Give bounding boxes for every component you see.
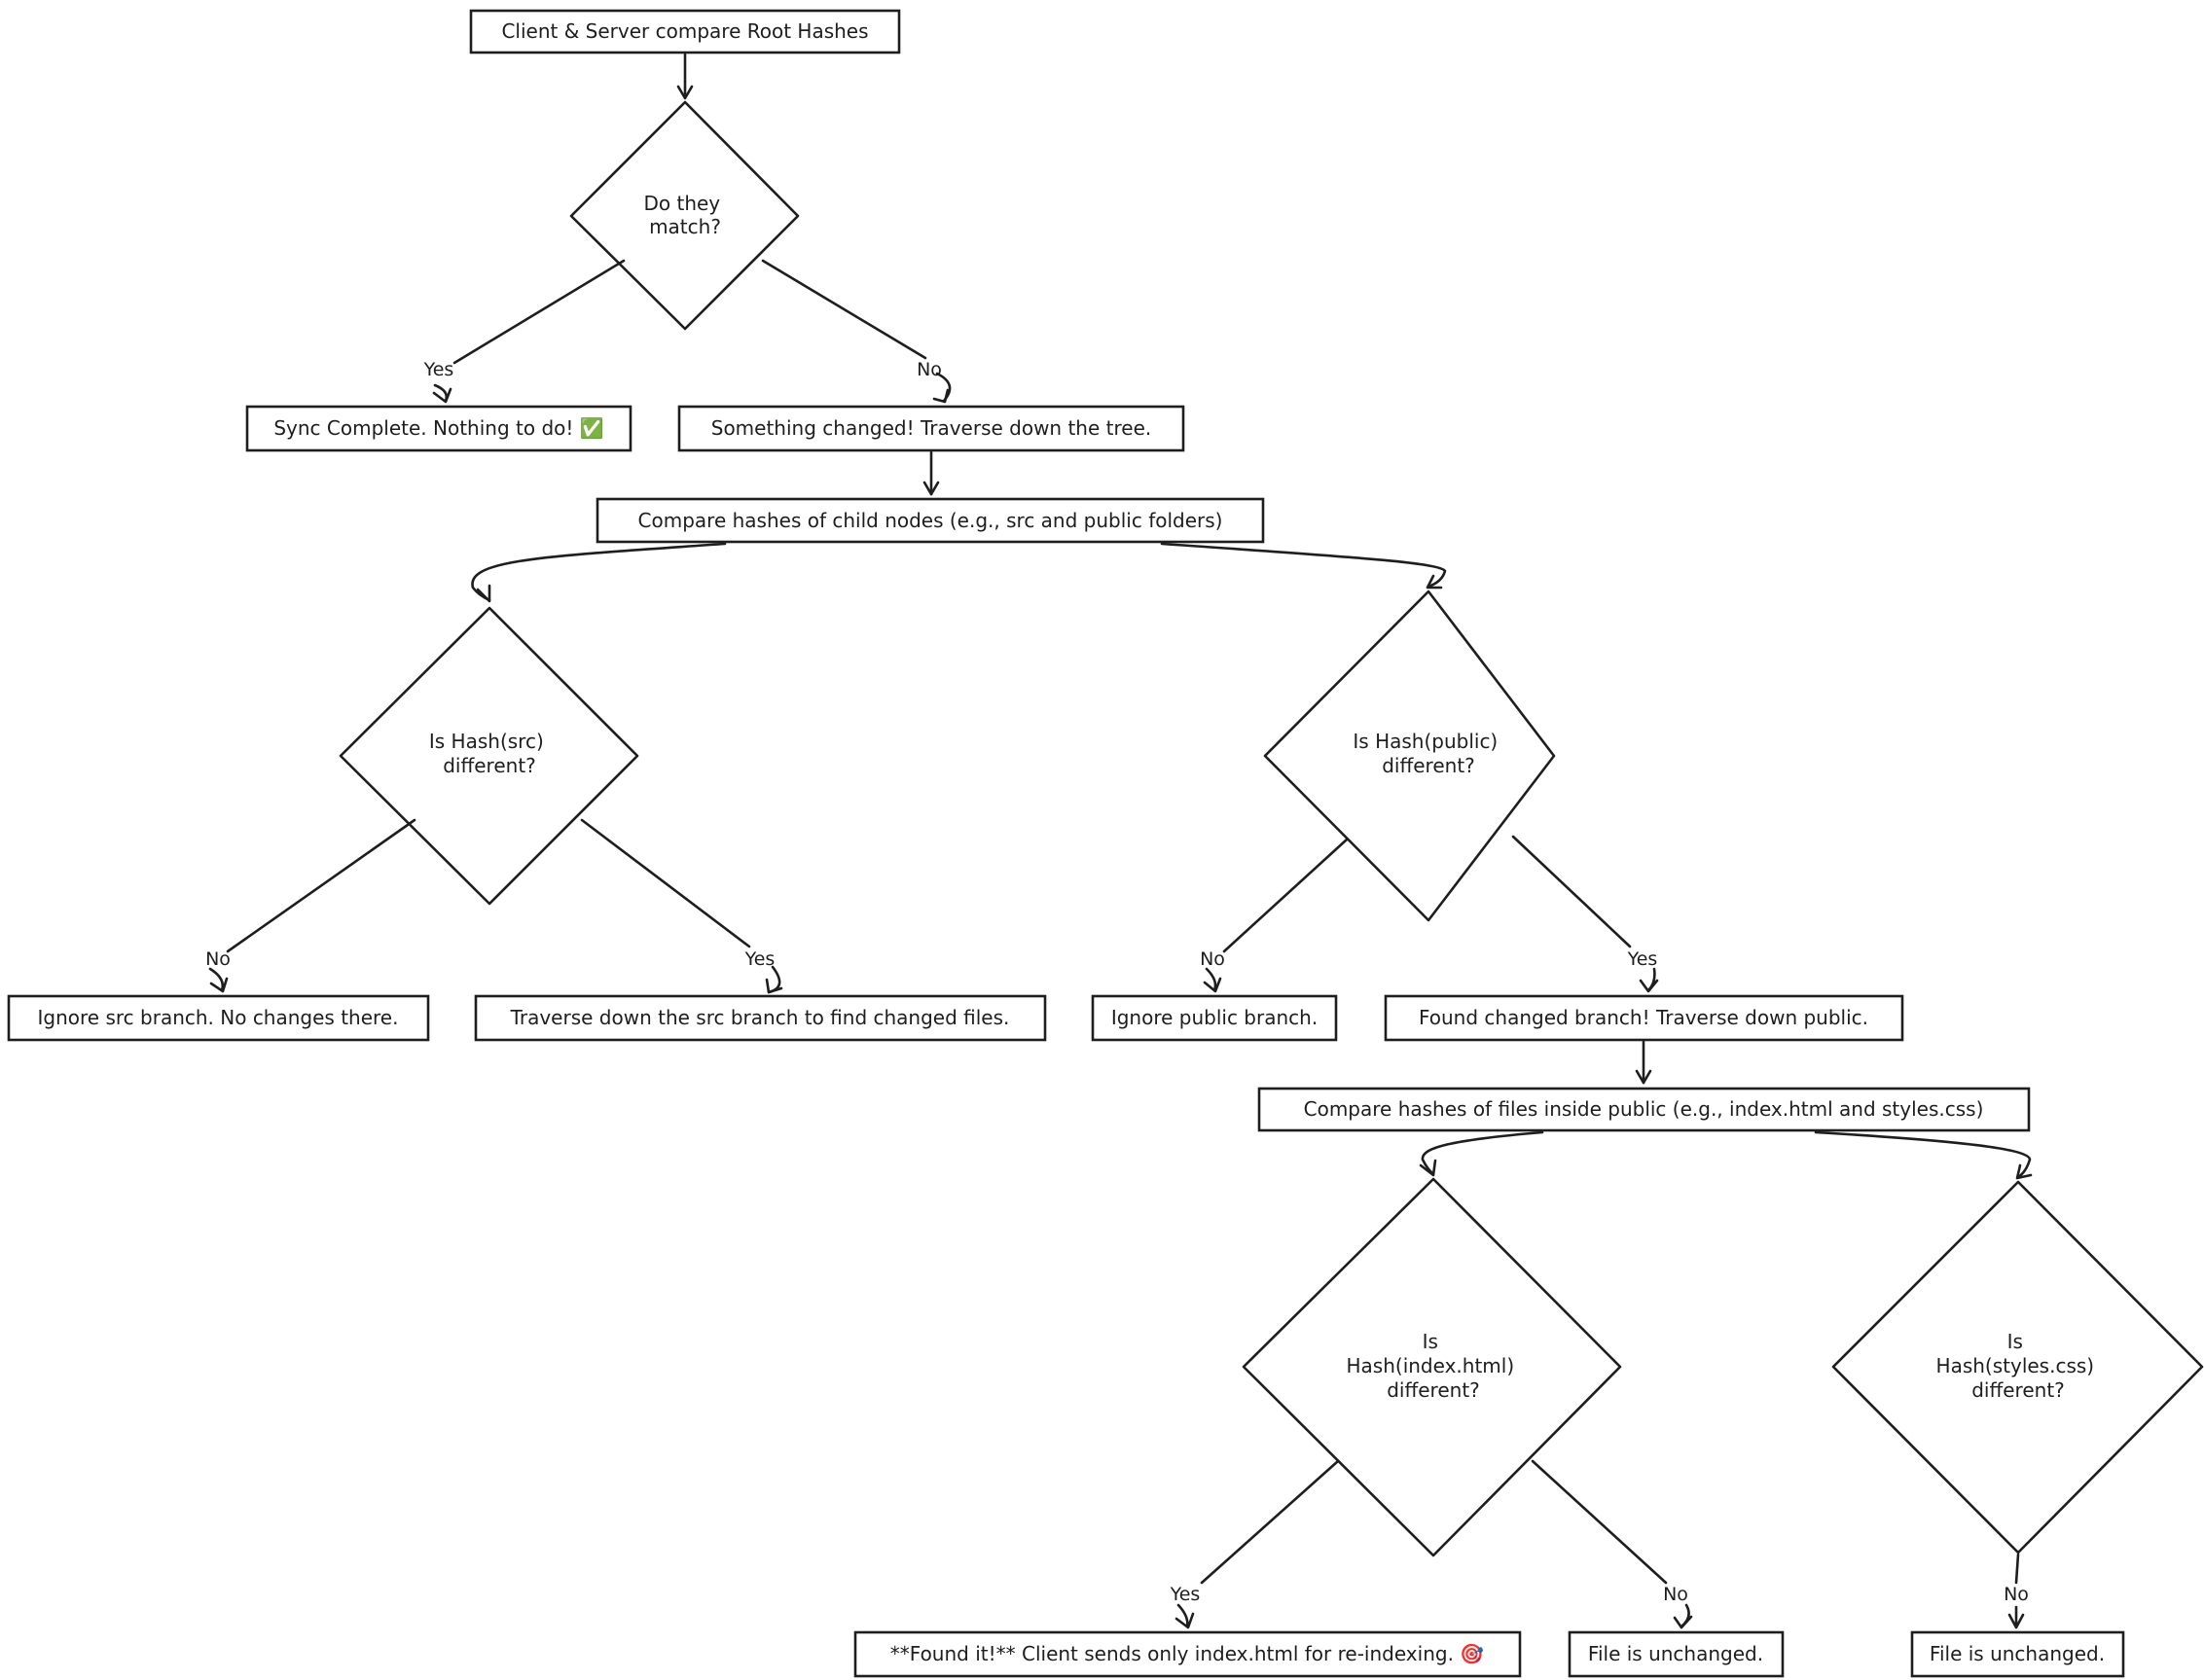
node-traverse-src: Traverse down the src branch to find cha… — [474, 994, 1047, 1042]
decision-root-match: Do they match? — [569, 100, 800, 331]
edge-label-index-yes: Yes — [1170, 1584, 1201, 1605]
edge-root-to-match — [676, 53, 694, 100]
node-found-it-label: **Found it!** Client sends only index.ht… — [890, 1642, 1485, 1665]
node-ignore-src: Ignore src branch. No changes there. — [7, 994, 430, 1042]
edge-styles-no — [2007, 1553, 2025, 1629]
node-sync-complete: Sync Complete. Nothing to do! ✅ — [245, 405, 632, 452]
decision-index-line-2: Hash(index.html) — [1347, 1354, 1515, 1377]
decision-root-match-line-2: match? — [649, 215, 721, 238]
edge-public-yes — [1511, 835, 1659, 993]
decision-styles-line-2: Hash(styles.css) — [1936, 1354, 2095, 1377]
decision-styles-different: Is Hash(styles.css) different? — [1831, 1180, 2204, 1555]
edge-label-src-yes: Yes — [744, 948, 776, 970]
edge-files-to-styles — [1814, 1130, 2033, 1180]
edge-label-src-no: No — [205, 948, 231, 970]
decision-index-different: Is Hash(index.html) different? — [1242, 1177, 1622, 1557]
decision-index-line-3: different? — [1387, 1378, 1480, 1402]
decision-src-different: Is Hash(src) different? — [339, 606, 639, 906]
node-found-it: **Found it!** Client sends only index.ht… — [853, 1630, 1522, 1678]
node-compare-files: Compare hashes of files inside public (e… — [1257, 1087, 2031, 1132]
node-something-changed-label: Something changed! Traverse down the tre… — [711, 416, 1152, 440]
edge-label-public-no: No — [1200, 948, 1225, 970]
edge-src-no — [208, 818, 416, 993]
node-styles-unchanged: File is unchanged. — [1910, 1630, 2125, 1678]
decision-root-match-line-1: Do they — [643, 192, 720, 215]
decision-src-line-2: different? — [443, 754, 536, 777]
edge-compare-to-public — [1160, 542, 1447, 590]
node-index-unchanged: File is unchanged. — [1568, 1630, 1785, 1678]
edge-label-styles-no: No — [2004, 1584, 2029, 1605]
node-traverse-src-label: Traverse down the src branch to find cha… — [510, 1006, 1010, 1029]
node-sync-complete-label: Sync Complete. Nothing to do! ✅ — [273, 416, 603, 440]
decision-src-line-1: Is Hash(src) — [429, 730, 544, 753]
decision-index-line-1: Is — [1423, 1330, 1438, 1353]
edge-files-to-index — [1419, 1130, 1544, 1177]
svg-text:Is Hash(index.html): Is Hash(index.html) different? — [1347, 1330, 1521, 1402]
edge-public-no — [1203, 838, 1349, 993]
node-something-changed: Something changed! Traverse down the tre… — [677, 405, 1185, 452]
node-compare-children: Compare hashes of child nodes (e.g., src… — [596, 497, 1265, 544]
edge-match-yes — [432, 259, 626, 404]
node-found-public: Found changed branch! Traverse down publ… — [1384, 994, 1904, 1042]
edge-label-index-no: No — [1663, 1584, 1688, 1605]
decision-public-line-1: Is Hash(public) — [1353, 730, 1498, 753]
node-root-compare-label: Client & Server compare Root Hashes — [501, 19, 868, 43]
node-ignore-public: Ignore public branch. — [1091, 994, 1338, 1042]
svg-text:Is Hash(src) different?: Is Hash(src) different? — [429, 730, 550, 777]
svg-text:Is Hash(public) differen: Is Hash(public) different? — [1353, 730, 1503, 777]
edge-compare-to-src — [471, 542, 727, 603]
decision-styles-line-3: different? — [1971, 1378, 2065, 1402]
edge-src-yes — [580, 818, 783, 994]
edge-found-to-compare-files — [1635, 1040, 1652, 1085]
node-found-public-label: Found changed branch! Traverse down publ… — [1419, 1006, 1868, 1029]
svg-text:Is Hash(styles.css): Is Hash(styles.css) different? — [1936, 1330, 2101, 1402]
edge-index-yes — [1174, 1459, 1340, 1629]
edge-index-no — [1531, 1459, 1693, 1629]
edge-label-public-yes: Yes — [1627, 948, 1658, 970]
edge-changed-to-compare — [922, 450, 940, 496]
node-compare-files-label: Compare hashes of files inside public (e… — [1304, 1097, 1984, 1121]
decision-public-different: Is Hash(public) different? — [1263, 590, 1556, 922]
node-index-unchanged-label: File is unchanged. — [1588, 1642, 1763, 1665]
edge-label-match-no: No — [917, 359, 942, 380]
node-ignore-src-label: Ignore src branch. No changes there. — [38, 1006, 399, 1029]
node-styles-unchanged-label: File is unchanged. — [1930, 1642, 2105, 1665]
edge-label-match-yes: Yes — [423, 359, 454, 380]
edge-match-no — [761, 259, 952, 404]
decision-styles-line-1: Is — [2007, 1330, 2023, 1353]
node-compare-children-label: Compare hashes of child nodes (e.g., src… — [638, 509, 1223, 532]
decision-public-line-2: different? — [1382, 754, 1475, 777]
node-ignore-public-label: Ignore public branch. — [1111, 1006, 1318, 1029]
node-root-compare: Client & Server compare Root Hashes — [469, 9, 901, 54]
svg-text:Do they match?: Do they match? — [643, 192, 726, 238]
